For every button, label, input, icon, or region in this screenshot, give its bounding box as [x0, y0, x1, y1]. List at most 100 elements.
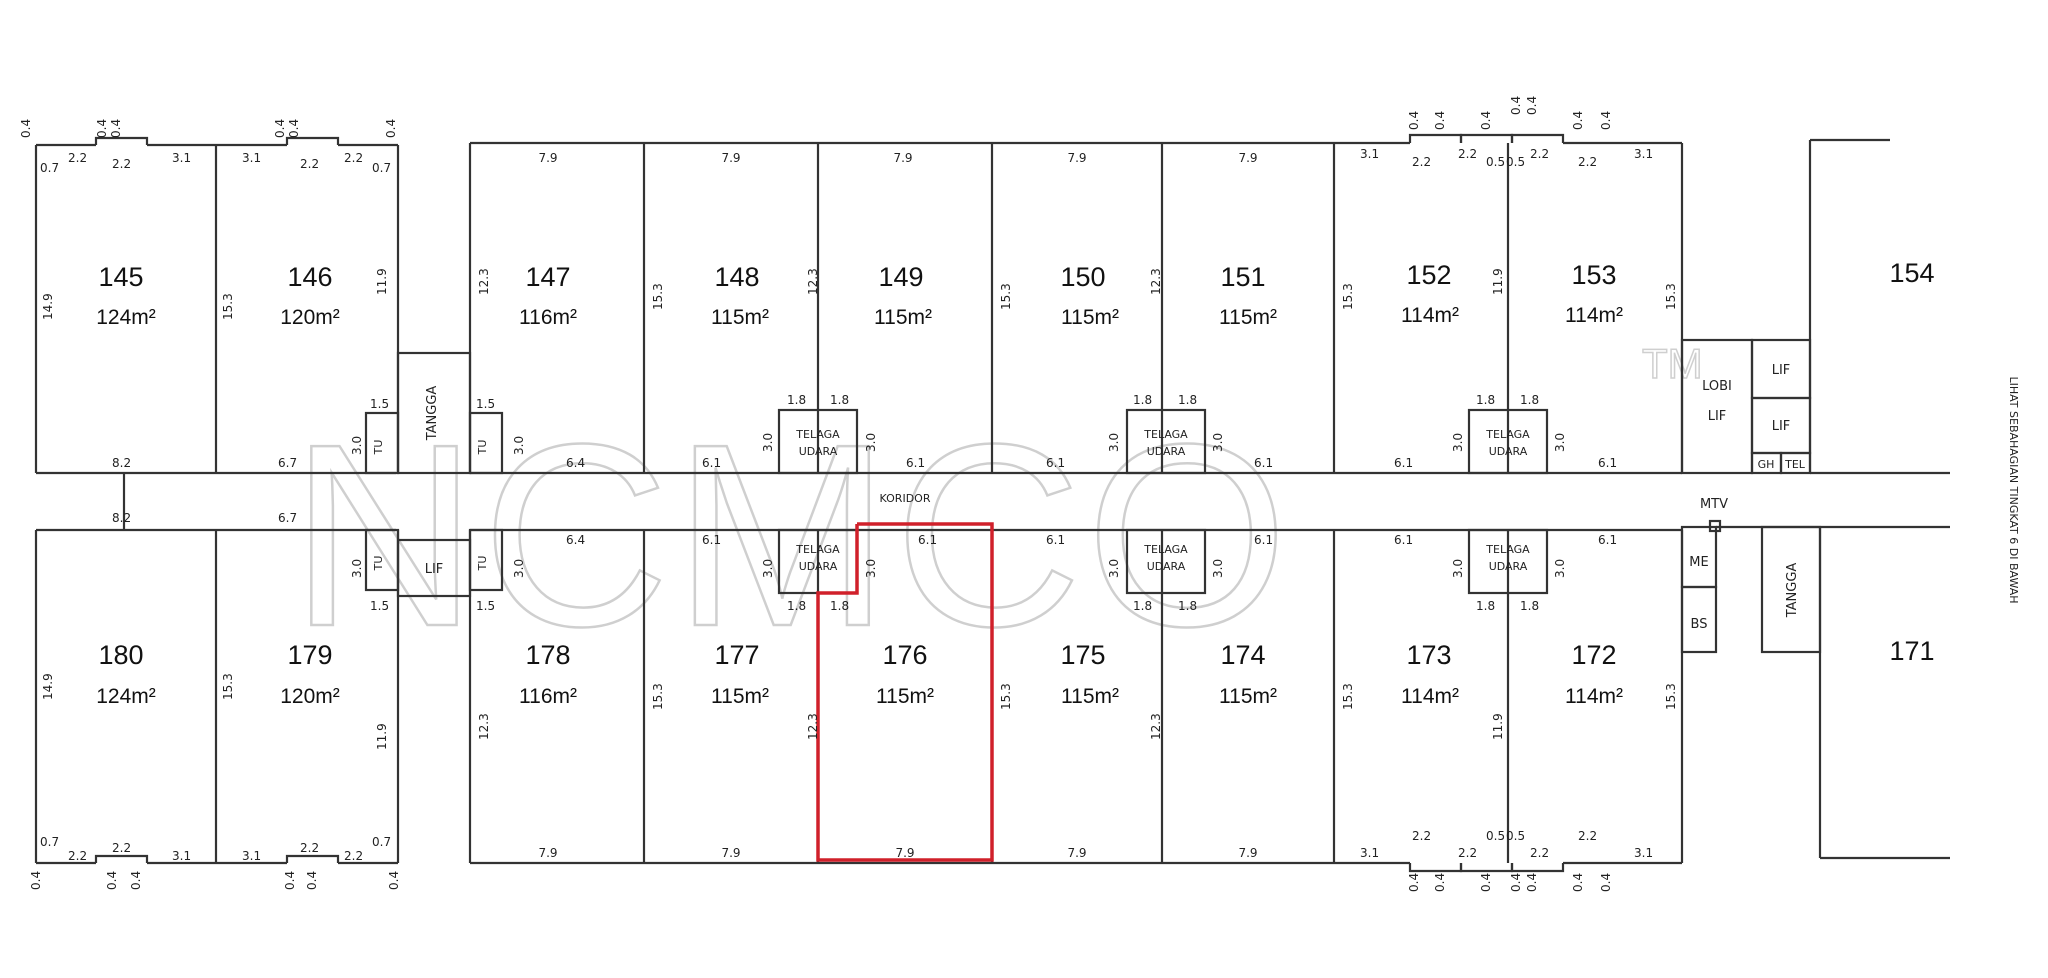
- telaga-label: TELAGA: [1485, 543, 1530, 556]
- mtv-label: MTV: [1700, 497, 1728, 512]
- svg-text:0.4: 0.4: [109, 119, 123, 138]
- svg-text:0.4: 0.4: [95, 119, 109, 138]
- svg-text:2.2: 2.2: [68, 151, 87, 165]
- unit-area: 115m²: [1219, 306, 1277, 329]
- svg-text:3.1: 3.1: [242, 849, 261, 863]
- telaga-label: TELAGA: [795, 428, 840, 441]
- svg-text:0.4: 0.4: [105, 871, 119, 890]
- unit-labels[interactable]: 145 124m² 146 120m² 147 116m² 148 115m² …: [96, 258, 1934, 708]
- unit-number: 150: [1060, 262, 1105, 292]
- unit-number: 149: [878, 262, 923, 292]
- svg-text:7.9: 7.9: [721, 846, 740, 860]
- svg-text:15.3: 15.3: [651, 683, 665, 710]
- bs-label: BS: [1691, 617, 1708, 632]
- svg-text:1.5: 1.5: [476, 397, 495, 411]
- unit-number: 172: [1571, 640, 1616, 670]
- svg-text:0.5: 0.5: [1506, 829, 1525, 843]
- svg-text:2.2: 2.2: [300, 157, 319, 171]
- unit-number: 173: [1406, 640, 1451, 670]
- unit-area: 115m²: [1061, 685, 1119, 708]
- svg-text:3.0: 3.0: [350, 559, 364, 578]
- unit-number: 171: [1889, 636, 1934, 666]
- top-row-walls: [34, 133, 1950, 475]
- svg-text:0.4: 0.4: [1479, 873, 1493, 892]
- udara-label: UDARA: [1489, 560, 1528, 573]
- svg-text:1.5: 1.5: [370, 599, 389, 613]
- unit-area: 115m²: [876, 685, 934, 708]
- svg-text:3.0: 3.0: [512, 436, 526, 455]
- svg-text:3.1: 3.1: [242, 151, 261, 165]
- unit-number: 174: [1220, 640, 1265, 670]
- unit-area: 120m²: [280, 685, 340, 708]
- unit-area: 115m²: [711, 306, 769, 329]
- svg-text:6.1: 6.1: [1254, 533, 1273, 547]
- svg-text:6.4: 6.4: [566, 533, 585, 547]
- svg-text:1.8: 1.8: [830, 599, 849, 613]
- unit-number: 145: [98, 262, 143, 292]
- svg-text:2.2: 2.2: [1530, 846, 1549, 860]
- unit-number: 179: [287, 640, 332, 670]
- unit-area: 114m²: [1565, 304, 1623, 327]
- svg-text:15.3: 15.3: [1664, 283, 1678, 310]
- svg-text:7.9: 7.9: [1067, 846, 1086, 860]
- svg-text:7.9: 7.9: [721, 151, 740, 165]
- svg-text:0.7: 0.7: [40, 835, 59, 849]
- svg-text:1.8: 1.8: [1520, 599, 1539, 613]
- svg-text:8.2: 8.2: [112, 511, 131, 525]
- svg-text:15.3: 15.3: [1664, 683, 1678, 710]
- svg-text:6.1: 6.1: [1394, 533, 1413, 547]
- svg-text:3.0: 3.0: [1553, 559, 1567, 578]
- svg-text:1.5: 1.5: [370, 397, 389, 411]
- service-labels: TANGGA TU TU TELAGA UDARA TELAGA UDARA T…: [372, 363, 2020, 632]
- svg-text:1.8: 1.8: [1520, 393, 1539, 407]
- unit-area: 120m²: [280, 306, 340, 329]
- svg-text:6.1: 6.1: [1046, 456, 1065, 470]
- svg-text:3.1: 3.1: [1360, 846, 1379, 860]
- unit-number: 151: [1220, 262, 1265, 292]
- tangga-top-label: TANGGA: [425, 386, 440, 442]
- svg-text:6.1: 6.1: [1598, 533, 1617, 547]
- svg-text:14.9: 14.9: [41, 293, 55, 320]
- svg-text:0.4: 0.4: [129, 871, 143, 890]
- svg-text:1.8: 1.8: [787, 393, 806, 407]
- unit-number: 154: [1889, 258, 1934, 288]
- svg-text:12.3: 12.3: [1149, 268, 1163, 295]
- telaga-label: TELAGA: [1143, 428, 1188, 441]
- svg-text:6.1: 6.1: [918, 533, 937, 547]
- svg-text:2.2: 2.2: [1458, 147, 1477, 161]
- svg-text:0.4: 0.4: [384, 119, 398, 138]
- telaga-label: TELAGA: [1485, 428, 1530, 441]
- svg-text:1.8: 1.8: [1178, 393, 1197, 407]
- svg-text:7.9: 7.9: [538, 846, 557, 860]
- svg-text:6.1: 6.1: [1598, 456, 1617, 470]
- svg-text:0.4: 0.4: [1599, 873, 1613, 892]
- svg-text:15.3: 15.3: [999, 283, 1013, 310]
- svg-text:11.9: 11.9: [375, 723, 389, 750]
- svg-text:2.2: 2.2: [1458, 846, 1477, 860]
- svg-text:3.0: 3.0: [864, 433, 878, 452]
- svg-text:0.4: 0.4: [1479, 111, 1493, 130]
- svg-text:7.9: 7.9: [1067, 151, 1086, 165]
- svg-text:3.1: 3.1: [1360, 147, 1379, 161]
- svg-text:3.0: 3.0: [761, 433, 775, 452]
- svg-text:7.9: 7.9: [893, 151, 912, 165]
- unit-176-highlight[interactable]: [816, 522, 994, 862]
- svg-text:2.2: 2.2: [1412, 829, 1431, 843]
- gh-label: GH: [1758, 458, 1775, 471]
- svg-text:7.9: 7.9: [1238, 846, 1257, 860]
- svg-text:3.0: 3.0: [1553, 433, 1567, 452]
- unit-number: 177: [714, 640, 759, 670]
- svg-text:0.4: 0.4: [287, 119, 301, 138]
- svg-text:2.2: 2.2: [68, 849, 87, 863]
- corridor-walls: [122, 473, 1950, 530]
- svg-text:7.9: 7.9: [895, 846, 914, 860]
- unit-number: 180: [98, 640, 143, 670]
- svg-text:0.4: 0.4: [1571, 111, 1585, 130]
- unit-number: 153: [1571, 260, 1616, 290]
- koridor-label: KORIDOR: [880, 492, 931, 505]
- svg-text:3.0: 3.0: [1107, 433, 1121, 452]
- svg-text:6.1: 6.1: [702, 456, 721, 470]
- svg-text:15.3: 15.3: [221, 293, 235, 320]
- tu-label: TU: [372, 556, 385, 572]
